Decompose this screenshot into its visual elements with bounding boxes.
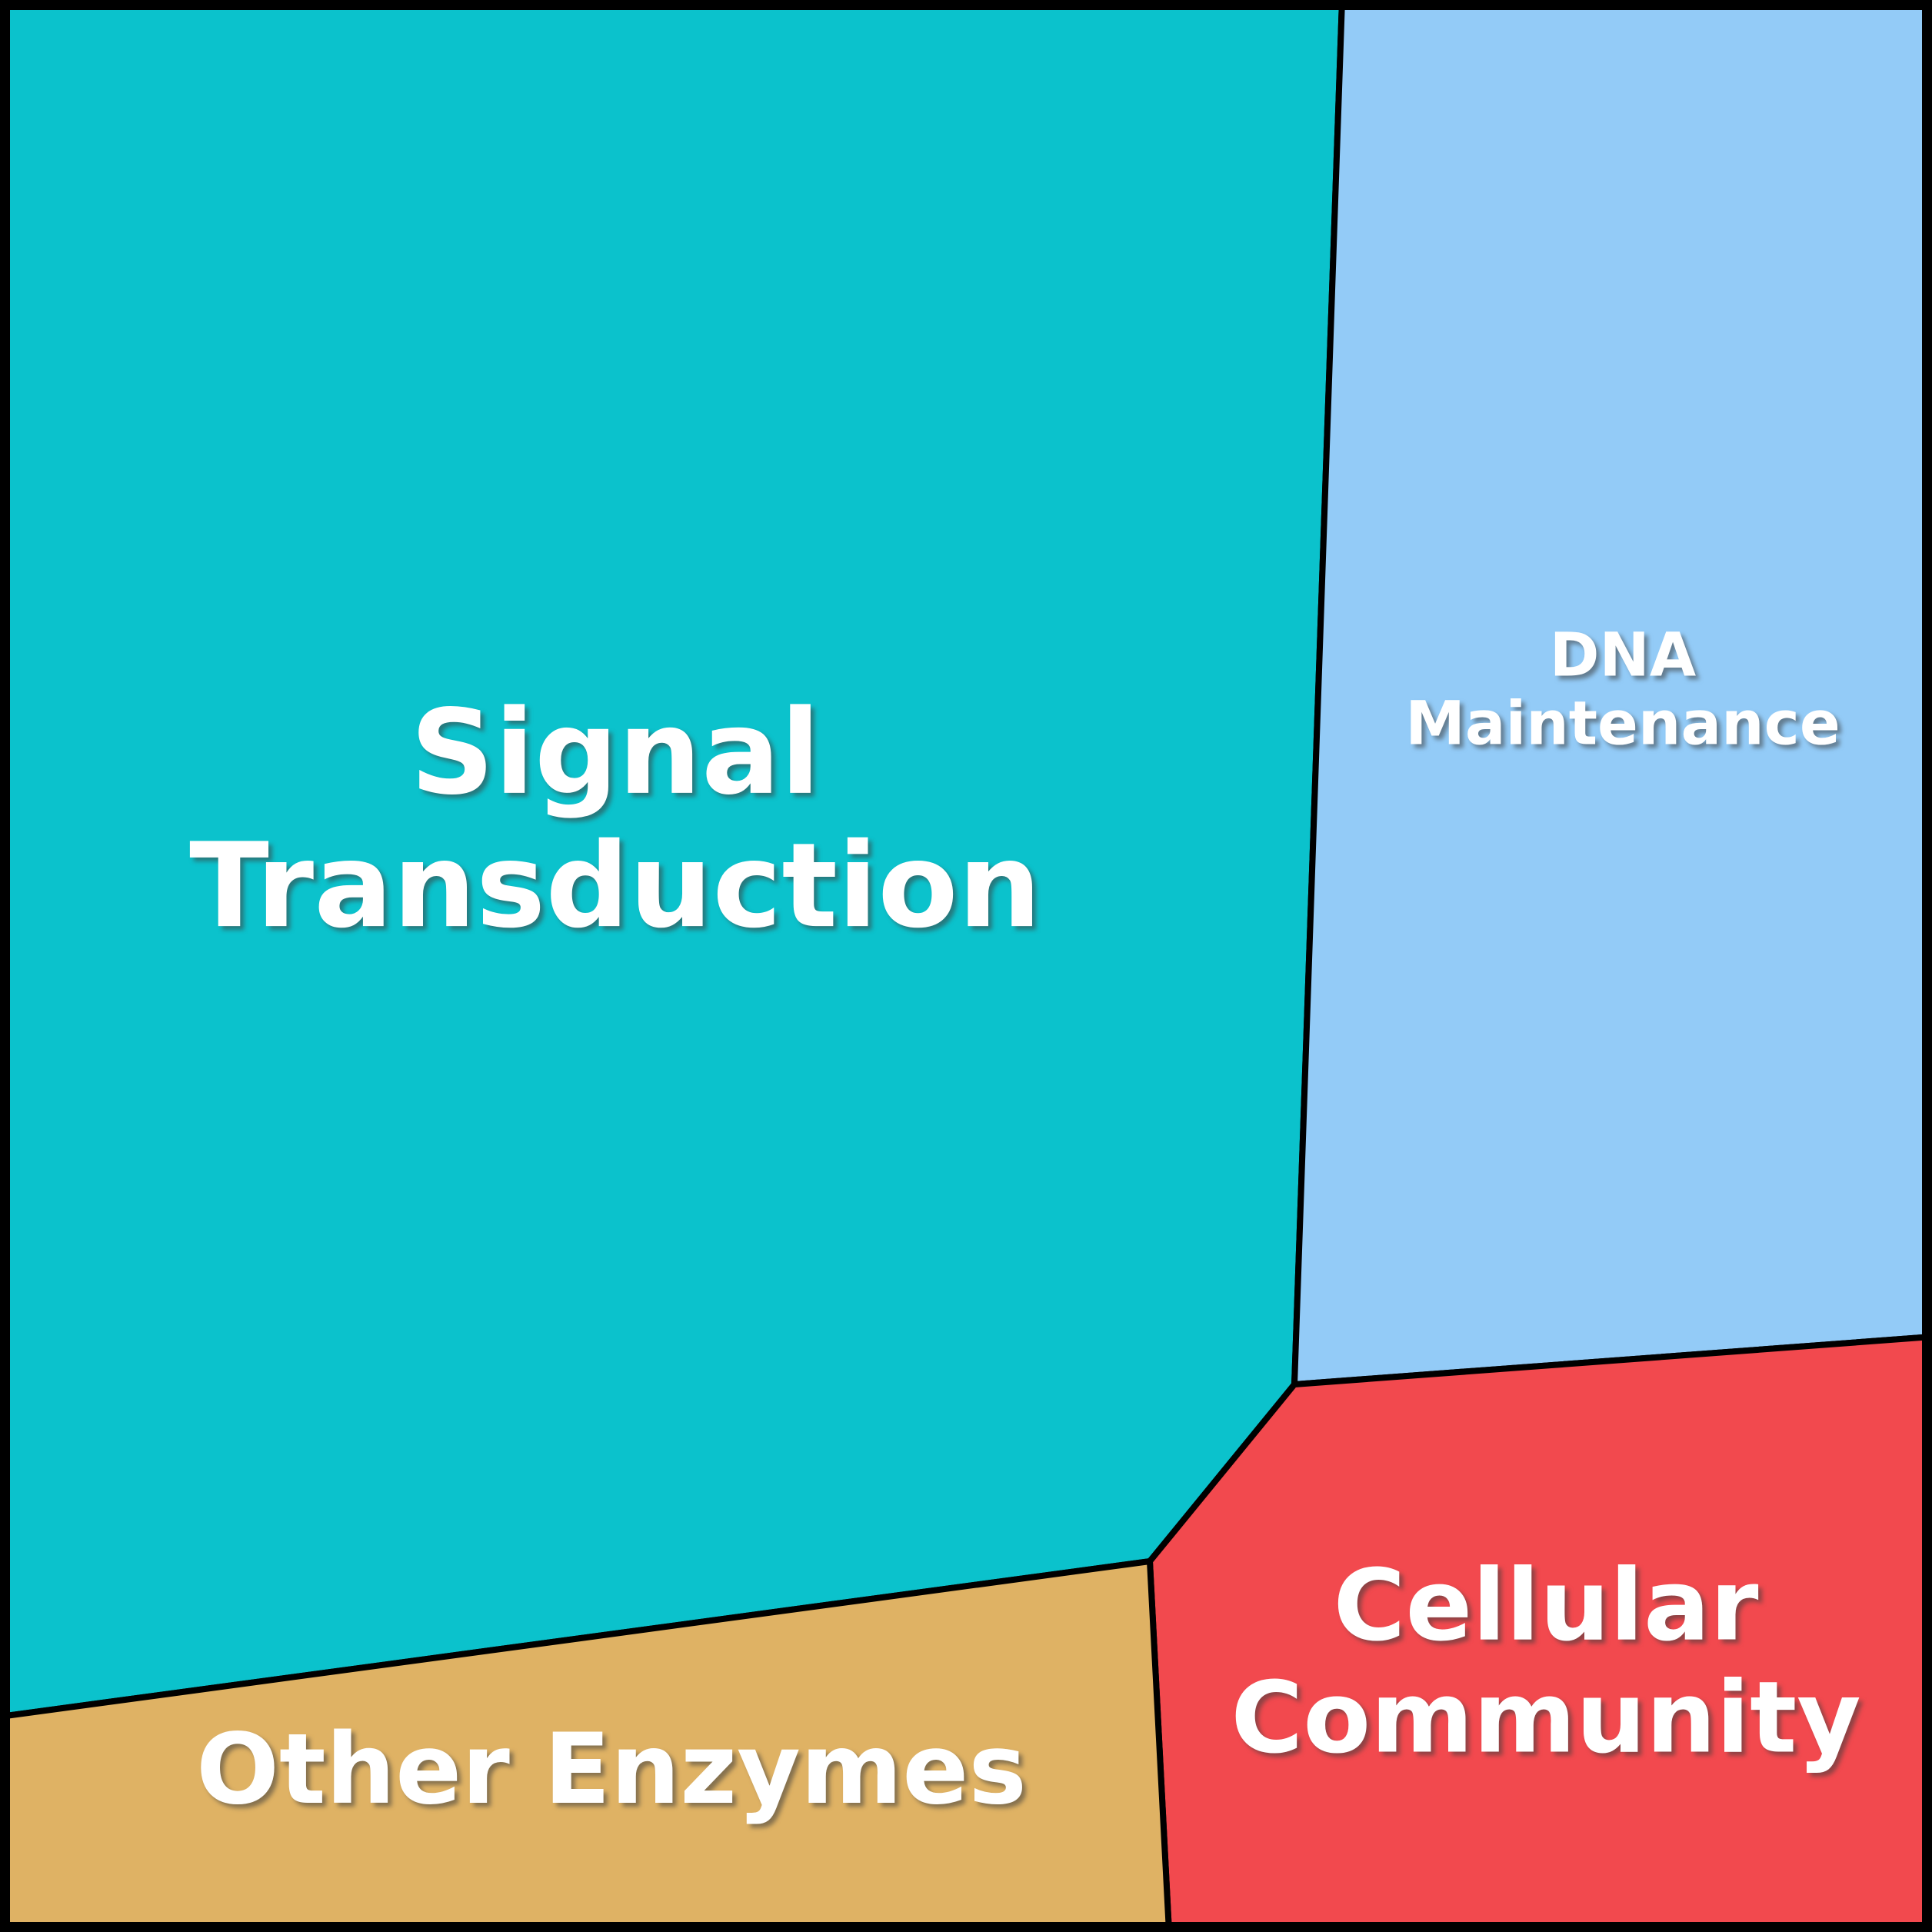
region-label-line: Maintenance (1405, 689, 1840, 758)
region-dna-maintenance (1291, 0, 1932, 1388)
region-label-line: Transduction (189, 818, 1041, 954)
region-other-enzymes (0, 1557, 1173, 1932)
region-label-line: Signal (410, 685, 820, 821)
region-label-other-enzymes: Other Enzymes (196, 1712, 1027, 1826)
region-label-line: DNA (1550, 621, 1696, 691)
region-label-line: Community (1231, 1661, 1860, 1775)
region-label-line: Other Enzymes (196, 1712, 1027, 1826)
region-cellular-community (1146, 1333, 1932, 1932)
region-label-line: Cellular (1334, 1549, 1759, 1664)
